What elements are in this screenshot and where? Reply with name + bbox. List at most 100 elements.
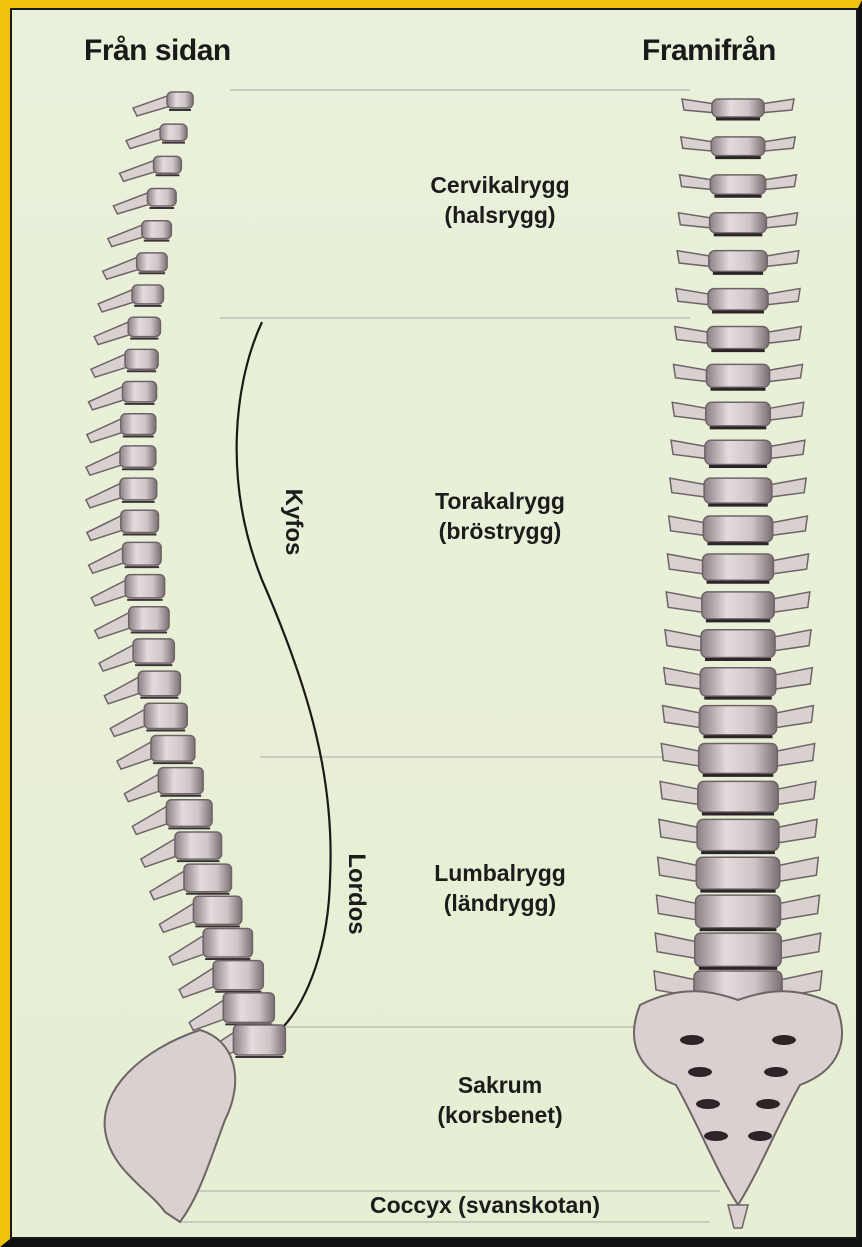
vertebra-side [137, 253, 167, 271]
transverse-process-left [666, 592, 702, 612]
vertebra-side [133, 639, 174, 663]
sacral-foramen [696, 1099, 720, 1109]
vertebra-front [698, 781, 778, 812]
sacral-foramen [704, 1131, 728, 1141]
region-name: Torakalrygg [380, 486, 620, 516]
sacral-foramen [688, 1067, 712, 1077]
vertebra-side [193, 896, 241, 924]
vertebra-side [184, 864, 232, 892]
transverse-process-right [773, 516, 808, 535]
vertebra-side [132, 285, 163, 304]
transverse-process-right [770, 402, 803, 420]
vertebra-front [706, 402, 771, 426]
sacral-foramen [764, 1067, 788, 1077]
transverse-process-left [673, 364, 706, 381]
vertebra-side [151, 735, 195, 761]
front-view-heading: Framifrån [642, 34, 776, 68]
vertebra-side [122, 382, 156, 402]
transverse-process-right [772, 478, 806, 497]
transverse-process-right [778, 781, 816, 804]
front-view-spine [634, 99, 842, 1228]
transverse-process-left [681, 137, 711, 151]
transverse-process-right [769, 364, 802, 381]
transverse-process-right [777, 706, 814, 728]
vertebra-side [142, 221, 172, 239]
vertebra-side [121, 414, 156, 435]
region-name: Sakrum [380, 1070, 620, 1100]
coccyx-front [728, 1205, 748, 1228]
transverse-process-left [682, 99, 712, 113]
sacrum-front [634, 991, 842, 1205]
vertebra-side [138, 671, 180, 696]
vertebra-side [223, 993, 274, 1023]
vertebra-side [123, 542, 162, 565]
vertebra-side [175, 832, 222, 859]
vertebra-front [701, 630, 775, 658]
transverse-process-right [769, 326, 802, 343]
vertebra-side [120, 478, 157, 500]
sacral-foramen [756, 1099, 780, 1109]
transverse-process-right [773, 554, 808, 574]
transverse-process-left [655, 933, 695, 958]
vertebra-front [696, 857, 779, 889]
vertebra-front [707, 364, 770, 387]
transverse-process-right [766, 213, 797, 228]
transverse-process-right [771, 440, 805, 458]
transverse-process-left [661, 744, 698, 766]
transverse-process-left [659, 819, 697, 842]
vertebra-side [128, 317, 160, 336]
transverse-process-left [676, 289, 708, 305]
transverse-process-left [669, 516, 704, 535]
vertebra-side [147, 189, 176, 206]
vertebra-front [696, 895, 781, 928]
transverse-process-left [660, 781, 698, 804]
region-name: Cervikalrygg [380, 170, 620, 200]
vertebra-side [120, 446, 156, 467]
vertebra-side [233, 1025, 285, 1055]
curvature-line [237, 322, 331, 1028]
vertebra-side [167, 92, 193, 108]
transverse-process-left [678, 213, 709, 228]
vertebra-front [708, 289, 768, 310]
side-view-spine [86, 92, 285, 1222]
sacrum-side [105, 1030, 236, 1222]
transverse-process-right [775, 630, 811, 651]
transverse-process-right [781, 933, 821, 958]
region-label-coccyx: Coccyx (svanskotan) [320, 1190, 650, 1220]
vertebra-front [712, 99, 764, 117]
transverse-process-left [675, 326, 708, 343]
transverse-process-left [667, 554, 702, 574]
transverse-process-right [768, 289, 800, 305]
vertebra-front [697, 819, 779, 850]
transverse-process-right [764, 99, 794, 113]
vertebra-side [125, 349, 158, 369]
vertebra-side [158, 768, 203, 794]
vertebra-front [700, 668, 775, 696]
transverse-process-left [664, 668, 701, 689]
transverse-process-right [767, 251, 799, 267]
transverse-process-right [776, 668, 813, 689]
region-name: Lumbalrygg [380, 858, 620, 888]
region-name: Coccyx (svanskotan) [320, 1190, 650, 1220]
vertebra-front [703, 554, 774, 580]
sacral-foramen [772, 1035, 796, 1045]
vertebra-front [710, 213, 767, 233]
vertebra-side [121, 510, 159, 532]
transverse-process-left [671, 440, 705, 458]
transverse-process-right [780, 895, 819, 919]
sacral-foramen [680, 1035, 704, 1045]
vertebra-front [707, 326, 768, 348]
vertebra-side [129, 607, 169, 631]
vertebra-side [125, 575, 164, 598]
transverse-process-left [656, 895, 695, 919]
transverse-process-right [765, 137, 795, 151]
vertebra-side [166, 800, 212, 827]
kyphosis-label: Kyfos [279, 482, 307, 562]
transverse-process-right [766, 175, 797, 190]
vertebra-front [699, 744, 778, 774]
vertebra-front [704, 478, 772, 503]
region-subname: (halsrygg) [380, 200, 620, 230]
transverse-process-left [670, 478, 704, 497]
vertebra-side [203, 928, 252, 957]
transverse-process-left [658, 857, 697, 881]
